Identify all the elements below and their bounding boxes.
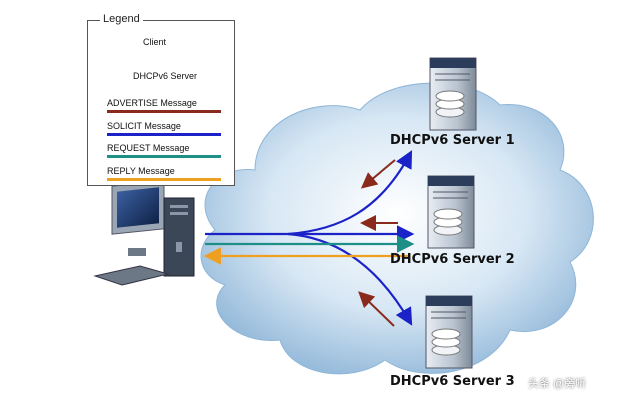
legend-server-label: DHCPv6 Server (133, 71, 198, 81)
legend-box (87, 20, 235, 186)
advertise-arrow-server-1 (360, 159, 396, 189)
legend-request-line (107, 155, 221, 158)
legend-client-label: Client (143, 37, 167, 47)
legend-title: Legend (100, 13, 143, 25)
server-1-label: DHCPv6 Server 1 (390, 133, 515, 148)
network-cloud (200, 82, 594, 375)
server-2-label: DHCPv6 Server 2 (390, 252, 515, 267)
legend-request-label: REQUEST Message (107, 143, 190, 153)
client-computer-icon (93, 180, 195, 286)
legend-reply-label: REPLY Message (107, 166, 175, 176)
legend-solicit-line (107, 133, 221, 136)
server-2-icon (427, 175, 475, 249)
server-1-icon (429, 57, 477, 131)
server-3-label: DHCPv6 Server 3 (390, 374, 515, 389)
legend-reply-line (107, 178, 221, 181)
advertise-arrow-server-3 (358, 291, 395, 327)
legend-advertise-label: ADVERTISE Message (107, 98, 197, 108)
legend-solicit-label: SOLICIT Message (107, 121, 181, 131)
legend-advertise-line (107, 110, 221, 113)
solicit-arrow-server-3 (287, 232, 413, 326)
server-3-icon (425, 295, 473, 369)
watermark: 头条 @旁听 (528, 378, 587, 390)
